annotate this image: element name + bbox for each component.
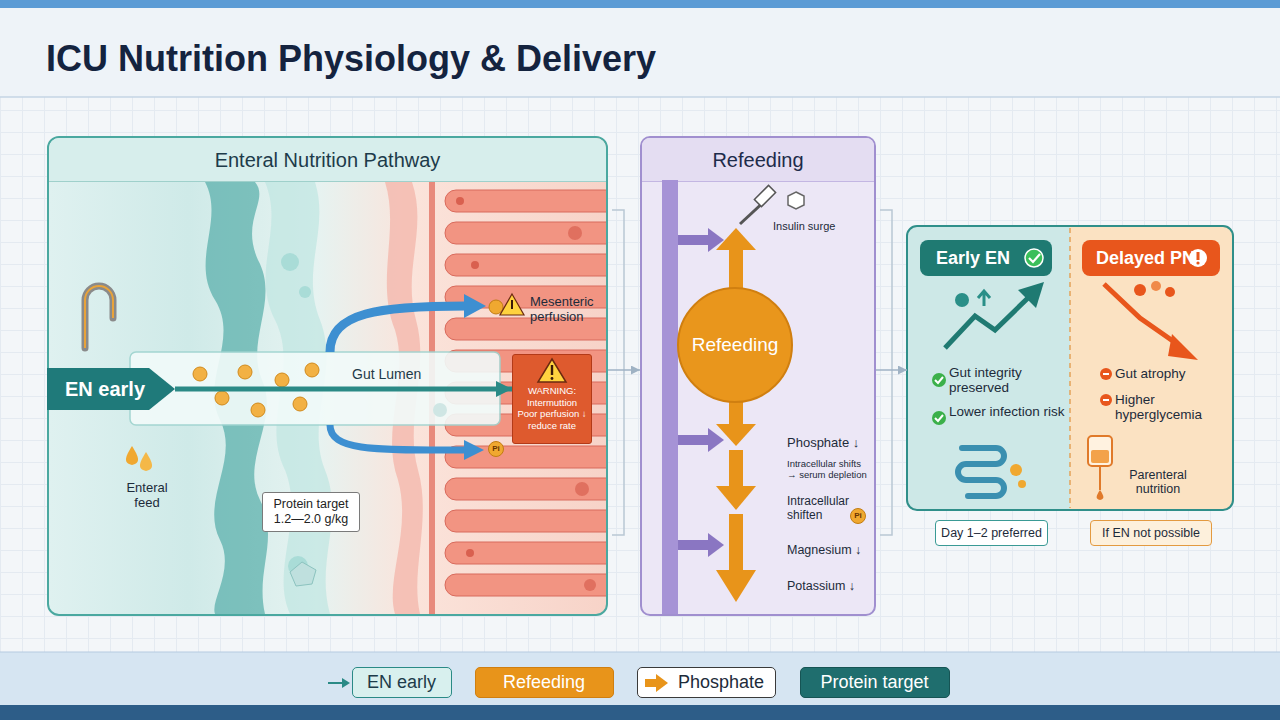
pill-text: If EN not possible [1091, 521, 1211, 545]
bullet-text: Gut atrophy [1115, 366, 1225, 381]
bullet-text: Gut integrity preserved [949, 365, 1067, 395]
callout-symbol: Pi [850, 508, 866, 524]
legend-item: Refeeding [475, 667, 614, 698]
bracket [612, 210, 624, 535]
connector-label: Gut Lumen [352, 366, 421, 382]
label-text: Insulin surge [773, 220, 863, 233]
panel-heading: Refeeding [642, 138, 874, 182]
callout-symbol: Pi [488, 441, 504, 457]
legend-text: EN early [353, 668, 450, 696]
legend-arrow [328, 682, 344, 684]
header-rule [0, 96, 1280, 98]
circle-text: Refeeding [679, 289, 791, 401]
pathway-panel: Enteral Nutrition Pathway EN early WARNING… [47, 136, 608, 616]
tag-pill: If EN not possible [1090, 520, 1212, 546]
legend-text: Protein target [801, 668, 948, 696]
column-header: Early EN [920, 240, 1052, 276]
label-text: Intracellular shiften [787, 494, 849, 522]
comparison-column: Delayed PN Gut atrophyHigher hyperglycemi… [1070, 226, 1233, 510]
tag-pill: Day 1–2 preferred [935, 520, 1048, 546]
arrow-box: EN early [47, 368, 175, 410]
note-text: Protein target 1.2—2.0 g/kg [265, 497, 357, 527]
arrow-text: EN early [55, 368, 155, 410]
bracket [880, 210, 892, 535]
label-text: Potassium ↓ [787, 579, 873, 594]
warning-text: WARNING: Intermuttion Poor perfusion ↓ r… [516, 385, 588, 431]
label-text: Magnesium ↓ [787, 543, 873, 558]
icon-caption: Parenteral nutrition [1118, 468, 1198, 496]
comparison-frame [907, 226, 1233, 510]
bullet-text: Higher hyperglycemia [1115, 392, 1215, 422]
arrow-head [342, 678, 350, 688]
legend-text: Refeeding [476, 668, 612, 696]
legend-item: Protein target [800, 667, 950, 698]
diagram-title: ICU Nutrition Physiology & Delivery [46, 38, 656, 80]
label-text: Enteral feed [112, 480, 182, 510]
header-band [0, 8, 1280, 97]
column-header: Delayed PN [1082, 240, 1220, 276]
label-text: Mesenteric perfusion [530, 294, 608, 324]
bullet-text: Lower infection risk [949, 404, 1067, 419]
bottom-stripe [0, 705, 1280, 720]
footer-rule [0, 652, 1280, 653]
legend-item: EN early [352, 667, 452, 698]
panel-heading: Enteral Nutrition Pathway [49, 138, 606, 182]
arrow-outline [47, 368, 175, 410]
label-text: Intracellular shifts → serum depletion [787, 458, 873, 480]
process-circle: Refeeding [677, 287, 793, 403]
warning-box: WARNING: Intermuttion Poor perfusion ↓ r… [512, 354, 592, 444]
connector [175, 387, 512, 392]
label-text: Phosphate ↓ [787, 435, 873, 450]
note-box: Protein target 1.2—2.0 g/kg [262, 492, 360, 532]
legend-text: Phosphate [668, 668, 774, 696]
connector [608, 369, 640, 371]
top-stripe [0, 0, 1280, 8]
legend-item: Phosphate [637, 667, 776, 698]
footer-band [0, 652, 1280, 705]
comparison-column: Early EN Gut integrity preservedLower inf… [907, 226, 1070, 510]
pill-text: Day 1–2 preferred [936, 521, 1047, 545]
connector [876, 369, 907, 371]
